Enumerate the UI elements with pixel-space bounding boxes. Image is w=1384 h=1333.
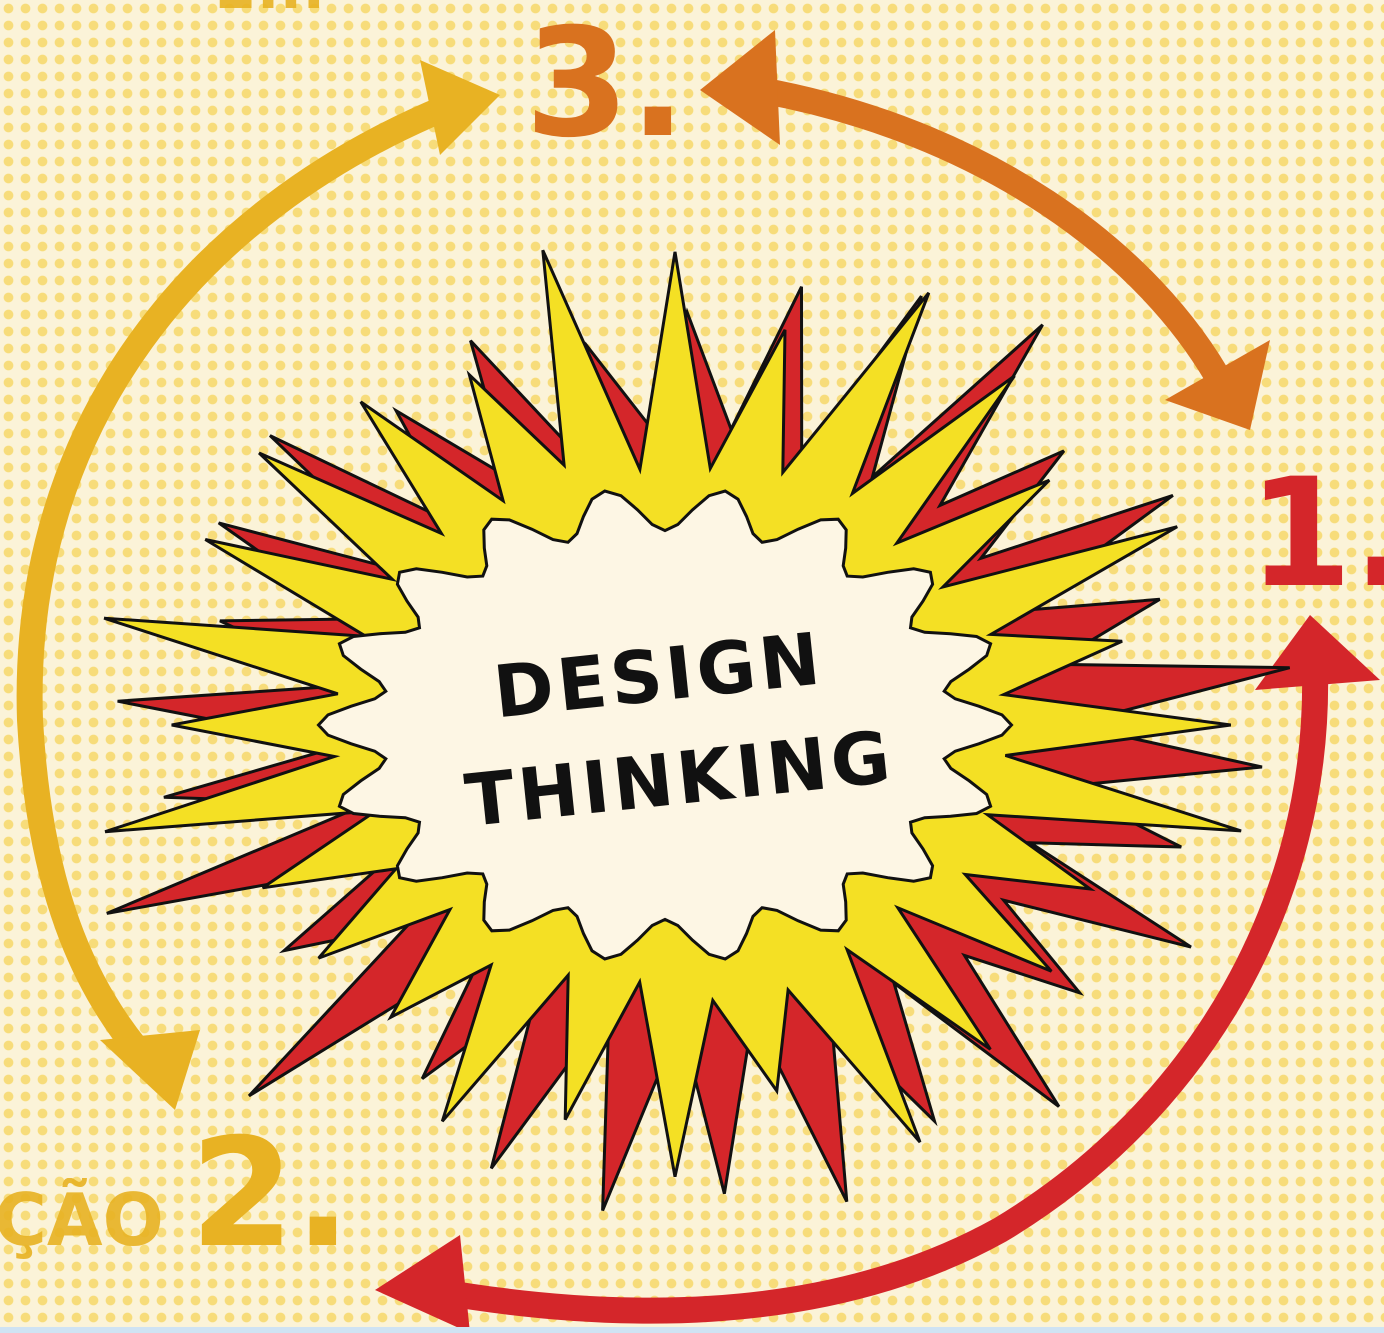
arrow-1-to-2 (417, 657, 1329, 1324)
arrowhead-2-bottom (375, 1235, 470, 1333)
arrow-3-to-1 (747, 77, 1238, 403)
burst-center (316, 489, 1014, 961)
arrowhead-1-bottom (1255, 615, 1380, 690)
partial-label-top-left: 2... (215, 0, 325, 23)
arrow-3-to-2 (16, 95, 458, 1083)
explosion-burst (103, 249, 1291, 1212)
step-number-2: 2. (190, 1107, 351, 1281)
step-number-3: 3. (525, 0, 686, 171)
partial-label-bottom-left: ÇÃO (0, 1178, 164, 1262)
step-number-1: 1. (1248, 447, 1384, 621)
cycle-arrows (16, 30, 1380, 1333)
arrowhead-3 (420, 60, 500, 155)
arrowhead-1-top (1165, 340, 1270, 430)
arrowhead-3-right (700, 30, 780, 145)
bottom-strip (0, 1327, 1384, 1333)
arrowhead-2 (100, 1030, 200, 1110)
